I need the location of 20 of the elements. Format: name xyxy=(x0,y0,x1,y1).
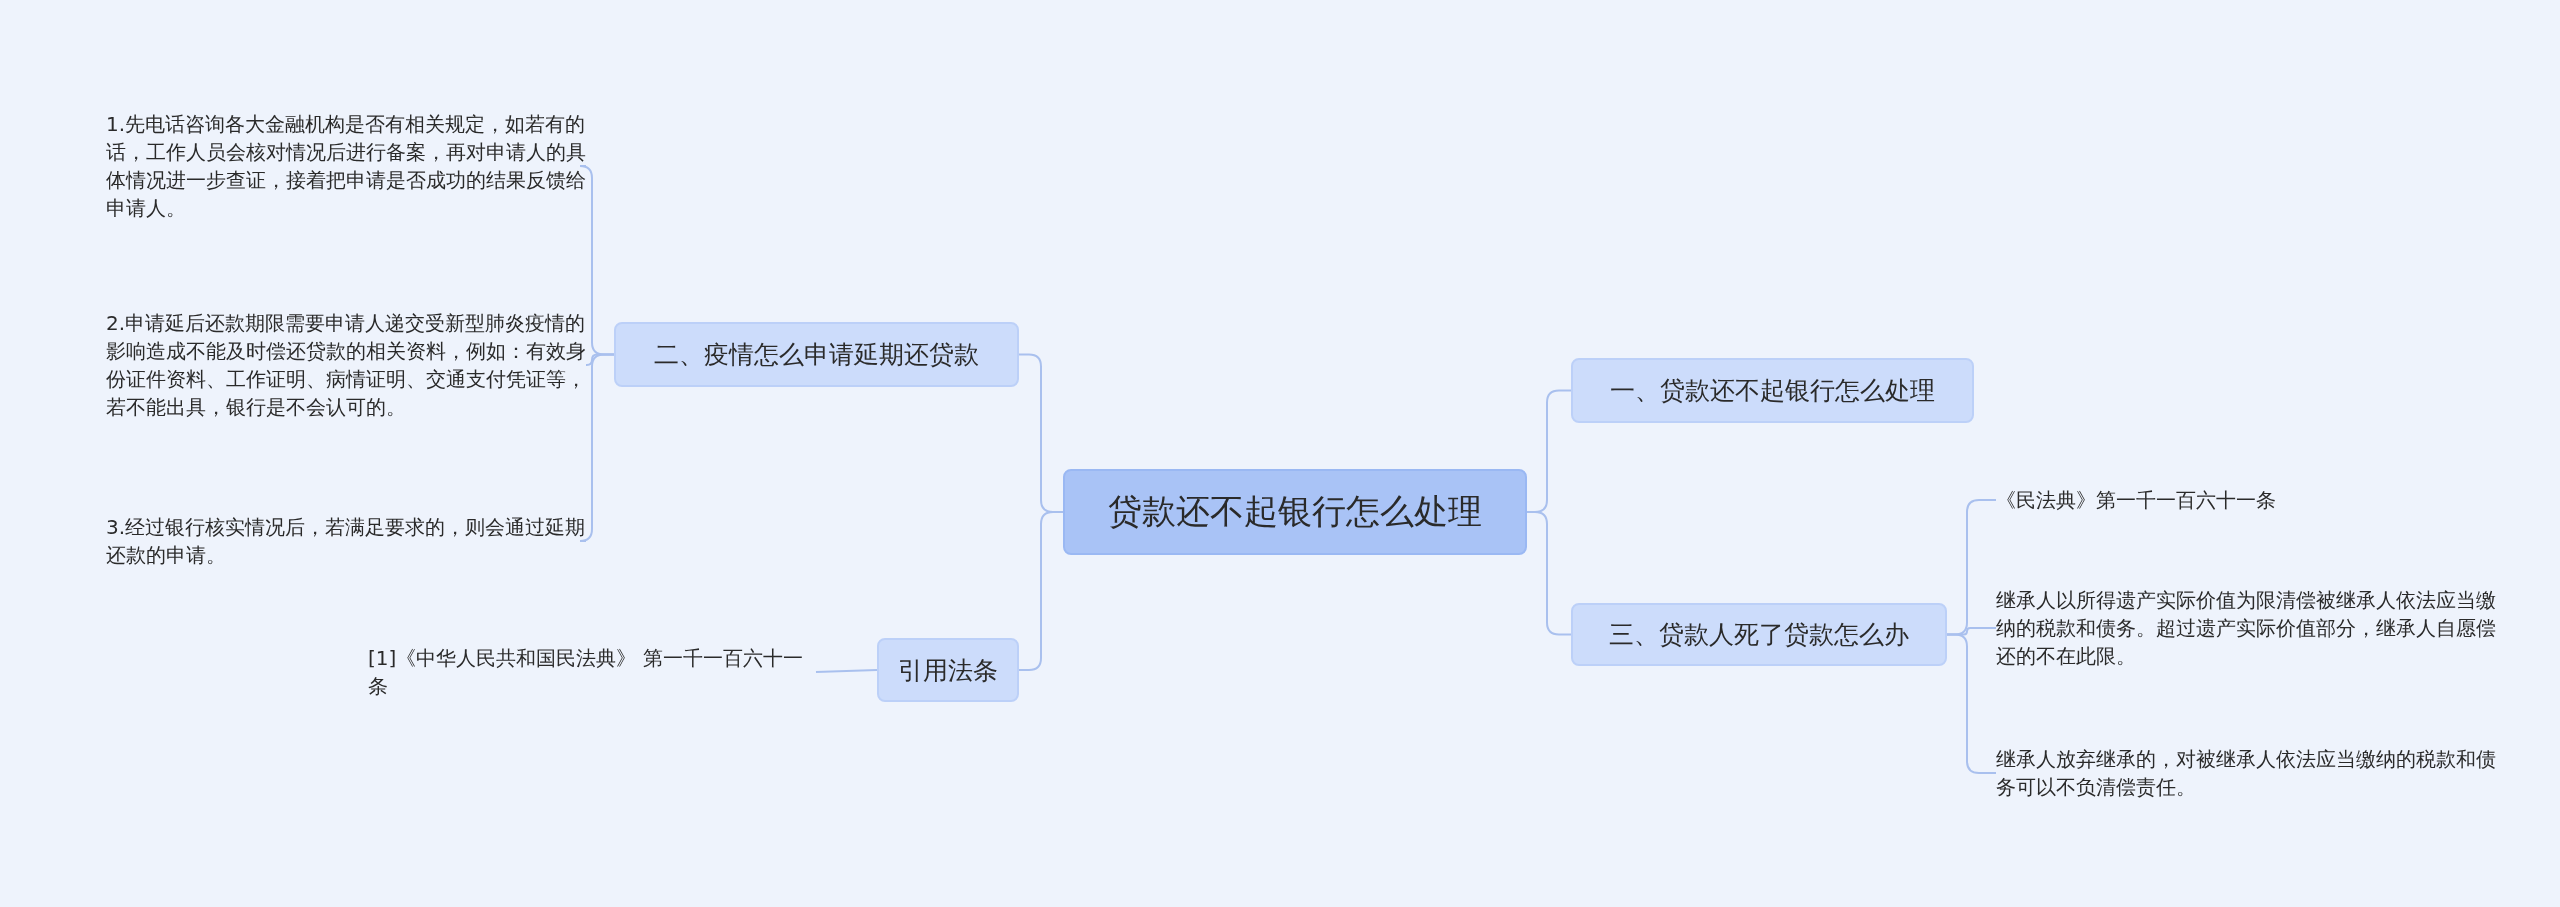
topic-box xyxy=(1571,603,1947,666)
topic-box xyxy=(614,322,1019,387)
note-text: 2.申请延后还款期限需要申请人递交受新型肺炎疫情的影响造成不能及时偿还贷款的相关资料，例如：有效身份证件资料、工作证明、病情证明、交通支付凭证等，若不能出具，银行是不会认可的。 xyxy=(106,310,586,421)
topic-box xyxy=(877,638,1019,702)
topic-label: 贷款还不起银行怎么处理 xyxy=(1108,490,1482,533)
connector-line xyxy=(579,353,615,542)
note-text: 1.先电话咨询各大金融机构是否有相关规定，如若有的话，工作人员会核对情况后进行备案，再对申请人的具体情况进一步查证，接着把申请是否成功的结果反馈给申请人。 xyxy=(106,111,586,222)
note-text: 继承人以所得遗产实际价值为限清偿被继承人依法应当缴纳的税款和债务。超过遗产实际价值部分，继承人自愿偿还的不在此限。 xyxy=(1996,587,2496,670)
note-text: 3.经过银行核实情况后，若满足要求的，则会通过延期还款的申请。 xyxy=(106,514,586,569)
note-text: [1]《中华人民共和国民法典》 第一千一百六十一条 xyxy=(368,645,804,700)
topic-box xyxy=(1571,358,1974,423)
central-topic xyxy=(1063,469,1527,555)
connector-line xyxy=(815,669,878,673)
connector-line xyxy=(1018,511,1064,671)
topic-label: 三、贷款人死了贷款怎么办 xyxy=(1609,619,1909,651)
note-text: 《民法典》第一千一百六十一条 xyxy=(1996,487,2276,514)
topic-label: 引用法条 xyxy=(898,654,998,687)
topic-label: 一、贷款还不起银行怎么处理 xyxy=(1610,375,1935,407)
topic-label: 二、疫情怎么申请延期还贷款 xyxy=(654,339,979,371)
note-text: 继承人放弃继承的，对被继承人依法应当缴纳的税款和债务可以不负清偿责任。 xyxy=(1996,746,2496,801)
